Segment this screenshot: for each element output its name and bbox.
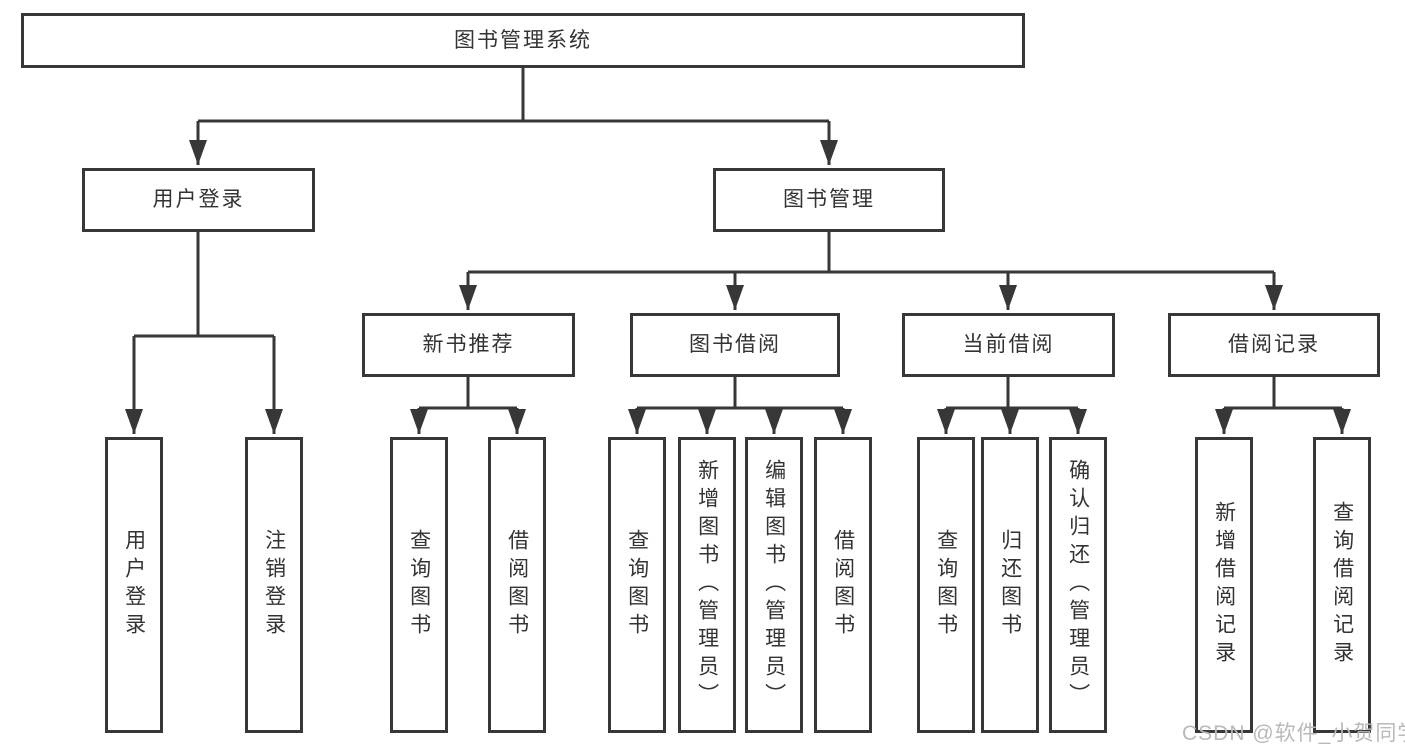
leaf-label: 用户登录	[122, 529, 146, 641]
node-book-management: 图书管理	[713, 168, 945, 232]
leaf-borrow-books-borrow: 借阅图书	[814, 437, 872, 733]
node-current-borrow: 当前借阅	[902, 313, 1115, 377]
leaf-label: 借阅图书	[831, 529, 855, 641]
leaf-borrow-books-newbook: 借阅图书	[488, 437, 546, 733]
leaf-query-borrow-record: 查询借阅记录	[1313, 437, 1371, 733]
leaf-label: 新增借阅记录	[1212, 501, 1236, 669]
node-user-login: 用户登录	[82, 168, 315, 232]
leaf-label: 注销登录	[262, 529, 286, 641]
leaf-edit-books-admin: 编辑图书（管理员）	[745, 437, 803, 733]
leaf-label: 查询图书	[407, 529, 431, 641]
leaf-label: 归还图书	[998, 529, 1022, 641]
node-book-borrow: 图书借阅	[630, 313, 840, 377]
leaf-query-books-current: 查询图书	[917, 437, 975, 733]
leaf-label: 编辑图书（管理员）	[762, 459, 786, 711]
leaf-return-books: 归还图书	[981, 437, 1039, 733]
leaf-add-books-admin: 新增图书（管理员）	[678, 437, 736, 733]
leaf-label: 查询借阅记录	[1330, 501, 1354, 669]
leaf-logout: 注销登录	[245, 437, 303, 733]
node-new-book-recommend: 新书推荐	[362, 313, 575, 377]
leaf-query-books-borrow: 查询图书	[608, 437, 666, 733]
csdn-watermark: CSDN @软件_小贺同学	[1182, 722, 1405, 745]
node-root-system: 图书管理系统	[21, 13, 1025, 68]
leaf-label: 借阅图书	[505, 529, 529, 641]
leaf-label: 查询图书	[625, 529, 649, 641]
leaf-label: 确认归还（管理员）	[1066, 459, 1090, 711]
leaf-confirm-return-admin: 确认归还（管理员）	[1049, 437, 1107, 733]
leaf-label: 新增图书（管理员）	[695, 459, 719, 711]
node-borrow-records: 借阅记录	[1168, 313, 1380, 377]
leaf-user-login: 用户登录	[105, 437, 163, 733]
leaf-query-books-newbook: 查询图书	[390, 437, 448, 733]
leaf-add-borrow-record: 新增借阅记录	[1195, 437, 1253, 733]
leaf-label: 查询图书	[934, 529, 958, 641]
